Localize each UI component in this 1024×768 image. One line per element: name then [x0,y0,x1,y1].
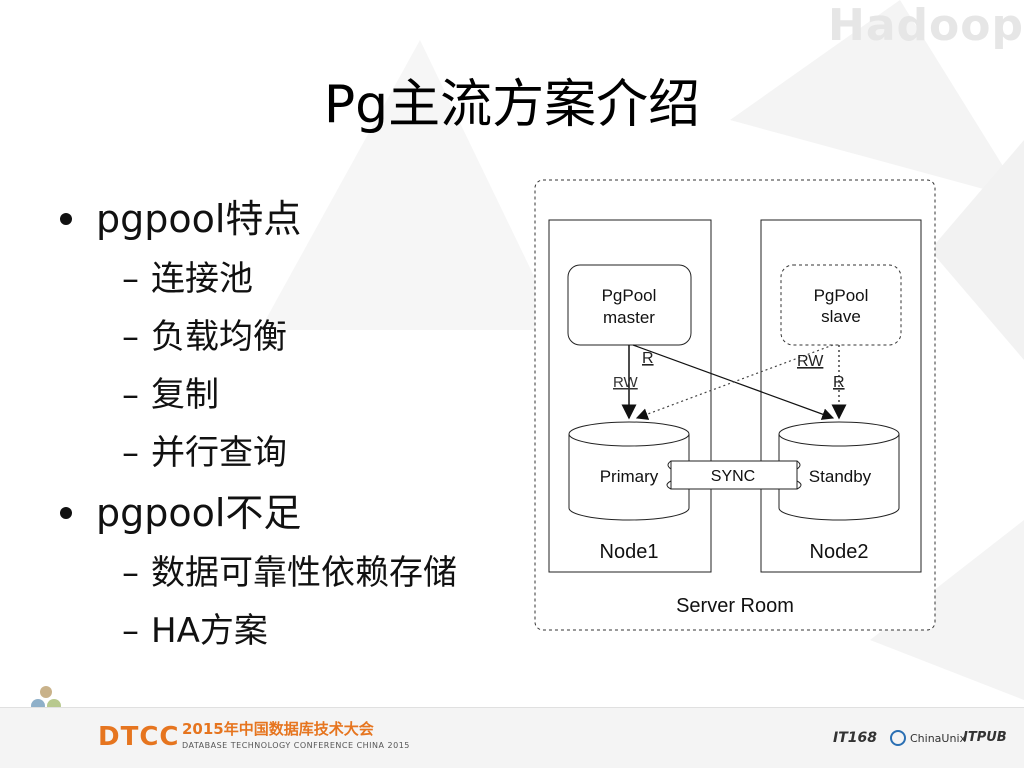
itpub-logo: ITPUB [963,730,1007,745]
bullet-item: pgpool特点 [60,188,530,250]
bullet-dot-icon [60,507,72,519]
pgpool-slave-box [780,264,902,346]
sync-link: SYNC [666,460,802,490]
pgpool-master-role: master [603,308,655,327]
chinaunix-circle-icon [890,730,906,746]
pgpool-master-label: PgPool [602,286,657,305]
primary-label: Primary [600,467,659,486]
pgpool-architecture-diagram: Server Room Node1 Node2 PgPool master Pg… [534,179,936,631]
sub-bullet-text: 连接池 [151,259,253,299]
standby-database: Standby [778,421,900,521]
bullet-text: pgpool不足 [96,491,302,535]
sub-bullet-item: –HA方案 [60,602,530,660]
pgpool-slave-role: slave [821,307,861,326]
arrow-label-r-right: R [833,374,845,391]
sub-bullet-item: –并行查询 [60,424,530,482]
bullet-dot-icon [60,213,72,225]
page-title: Pg主流方案介绍 [323,75,701,135]
bullet-text: pgpool特点 [96,197,302,241]
sub-bullet-text: 复制 [151,375,219,415]
arrow-label-rw-left: RW [613,374,639,391]
sync-label: SYNC [711,468,755,485]
server-room-label: Server Room [676,595,794,617]
conference-title-en: DATABASE TECHNOLOGY CONFERENCE CHINA 201… [182,741,410,750]
primary-database: Primary [568,421,690,521]
chinaunix-logo-text: ChinaUnix [910,731,967,745]
standby-label: Standby [809,467,872,486]
conference-title-cn: 2015年中国数据库技术大会 [182,720,374,738]
sub-bullet-item: –复制 [60,366,530,424]
sub-bullet-text: 数据可靠性依赖存储 [151,553,457,593]
bullet-item: pgpool不足 [60,482,530,544]
sub-bullet-text: 负载均衡 [151,317,287,357]
footer-bar: DTCC 2015年中国数据库技术大会 DATABASE TECHNOLOGY … [0,707,1024,768]
arrow-master-to-standby [632,344,835,420]
sub-bullet-item: –数据可靠性依赖存储 [60,544,530,602]
node1-label: Node1 [600,541,659,563]
node2-label: Node2 [810,541,869,563]
bullet-list: pgpool特点 –连接池 –负载均衡 –复制 –并行查询 pgpool不足 –… [60,188,530,660]
arrow-label-r-left: R [642,350,654,367]
chinaunix-logo: ChinaUnix [890,730,966,746]
it168-logo: IT168 [833,730,877,746]
pgpool-master-box [567,264,692,346]
arrow-label-rw-right: RW [797,353,824,370]
watermark: Hadoop [828,0,1024,51]
sub-bullet-text: HA方案 [151,611,268,651]
sub-bullet-item: –连接池 [60,250,530,308]
dtcc-logo: DTCC [98,722,180,752]
sub-bullet-item: –负载均衡 [60,308,530,366]
pgpool-slave-label: PgPool [814,286,869,305]
sub-bullet-text: 并行查询 [151,433,287,473]
